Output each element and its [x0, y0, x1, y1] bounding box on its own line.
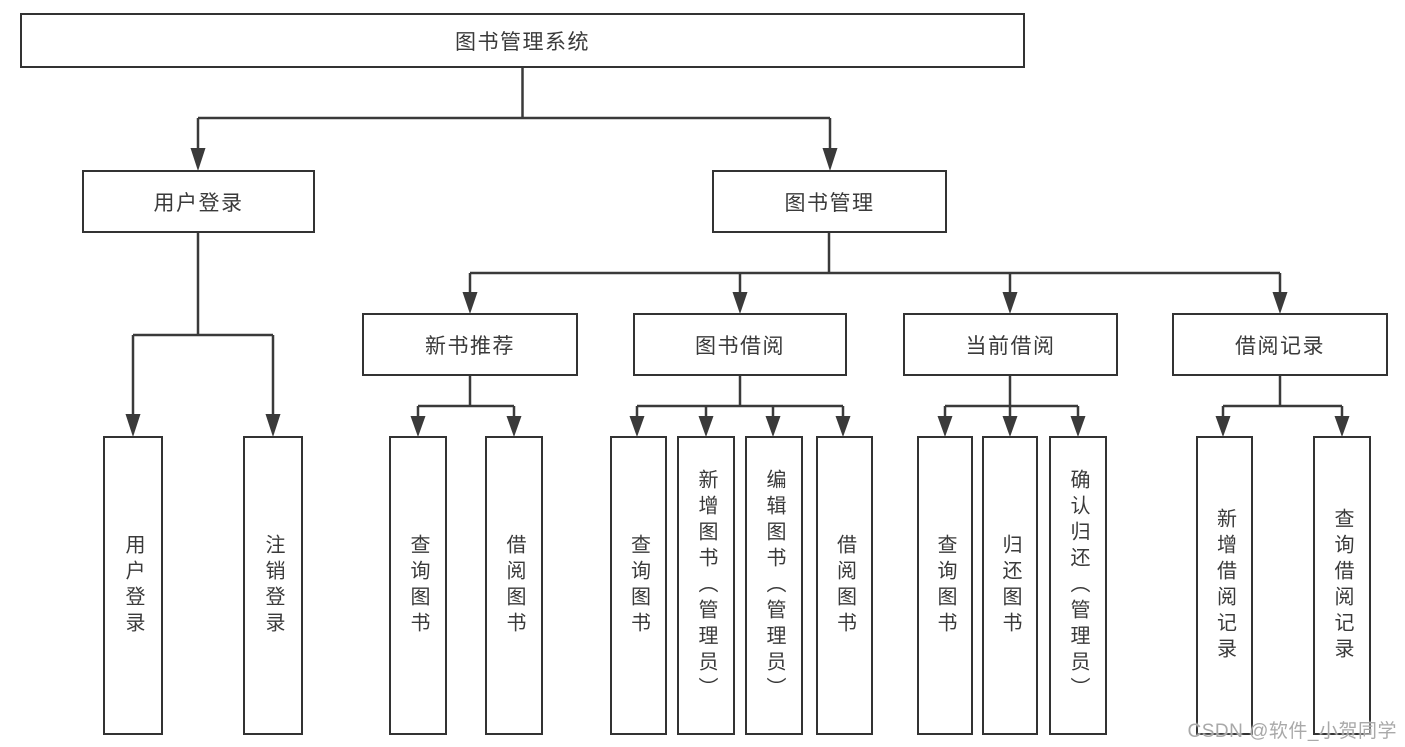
leaf-newrec-query-books: 查询图书 — [389, 436, 447, 735]
leaf-newrec-query-books-label: 查询图书 — [407, 533, 429, 638]
leaf-records-add-record-label: 新增借阅记录 — [1213, 507, 1236, 664]
node-borrow-records-label: 借阅记录 — [1235, 334, 1325, 358]
node-new-book-recommend: 新书推荐 — [362, 313, 578, 376]
leaf-borrow-borrow-books-label: 借阅图书 — [833, 533, 856, 638]
leaf-borrow-query-books: 查询图书 — [610, 436, 667, 735]
node-user-login-label: 用户登录 — [153, 191, 244, 215]
leaf-borrow-borrow-books: 借阅图书 — [816, 436, 873, 735]
leaf-newrec-borrow-books-label: 借阅图书 — [503, 533, 525, 638]
node-book-borrow: 图书借阅 — [633, 313, 847, 376]
node-book-borrow-label: 图书借阅 — [695, 334, 785, 358]
leaf-current-return-books-label: 归还图书 — [999, 533, 1021, 638]
node-user-login: 用户登录 — [82, 170, 315, 233]
leaf-borrow-query-books-label: 查询图书 — [627, 533, 650, 638]
leaf-records-query-record: 查询借阅记录 — [1313, 436, 1371, 735]
leaf-borrow-edit-books: 编辑图书（管理员） — [745, 436, 803, 735]
leaf-current-query-books: 查询图书 — [917, 436, 973, 735]
leaf-logout-label: 注销登录 — [262, 533, 284, 638]
csdn-watermark: CSDN @软件_小贺同学 — [1187, 721, 1397, 742]
node-borrow-records: 借阅记录 — [1172, 313, 1388, 376]
leaf-current-return-books: 归还图书 — [982, 436, 1038, 735]
leaf-borrow-add-books: 新增图书（管理员） — [677, 436, 735, 735]
arrowheads — [125, 148, 1350, 437]
leaf-current-confirm-return-label: 确认归还（管理员） — [1067, 468, 1089, 703]
node-current-borrow: 当前借阅 — [903, 313, 1118, 376]
leaf-current-confirm-return: 确认归还（管理员） — [1049, 436, 1107, 735]
leaf-user-login-label: 用户登录 — [122, 533, 144, 638]
node-book-management-label: 图书管理 — [784, 191, 875, 215]
leaf-newrec-borrow-books: 借阅图书 — [485, 436, 543, 735]
leaf-logout: 注销登录 — [243, 436, 303, 735]
node-root-label: 图书管理系统 — [455, 30, 590, 54]
leaf-records-add-record: 新增借阅记录 — [1196, 436, 1253, 735]
leaf-borrow-add-books-label: 新增图书（管理员） — [695, 468, 717, 703]
leaf-records-query-record-label: 查询借阅记录 — [1331, 507, 1353, 664]
node-current-borrow-label: 当前借阅 — [965, 334, 1056, 358]
node-root: 图书管理系统 — [20, 13, 1025, 68]
leaf-user-login: 用户登录 — [103, 436, 163, 735]
node-book-management: 图书管理 — [712, 170, 947, 233]
node-new-book-recommend-label: 新书推荐 — [425, 334, 515, 358]
leaf-current-query-books-label: 查询图书 — [934, 533, 956, 638]
leaf-borrow-edit-books-label: 编辑图书（管理员） — [763, 468, 785, 703]
